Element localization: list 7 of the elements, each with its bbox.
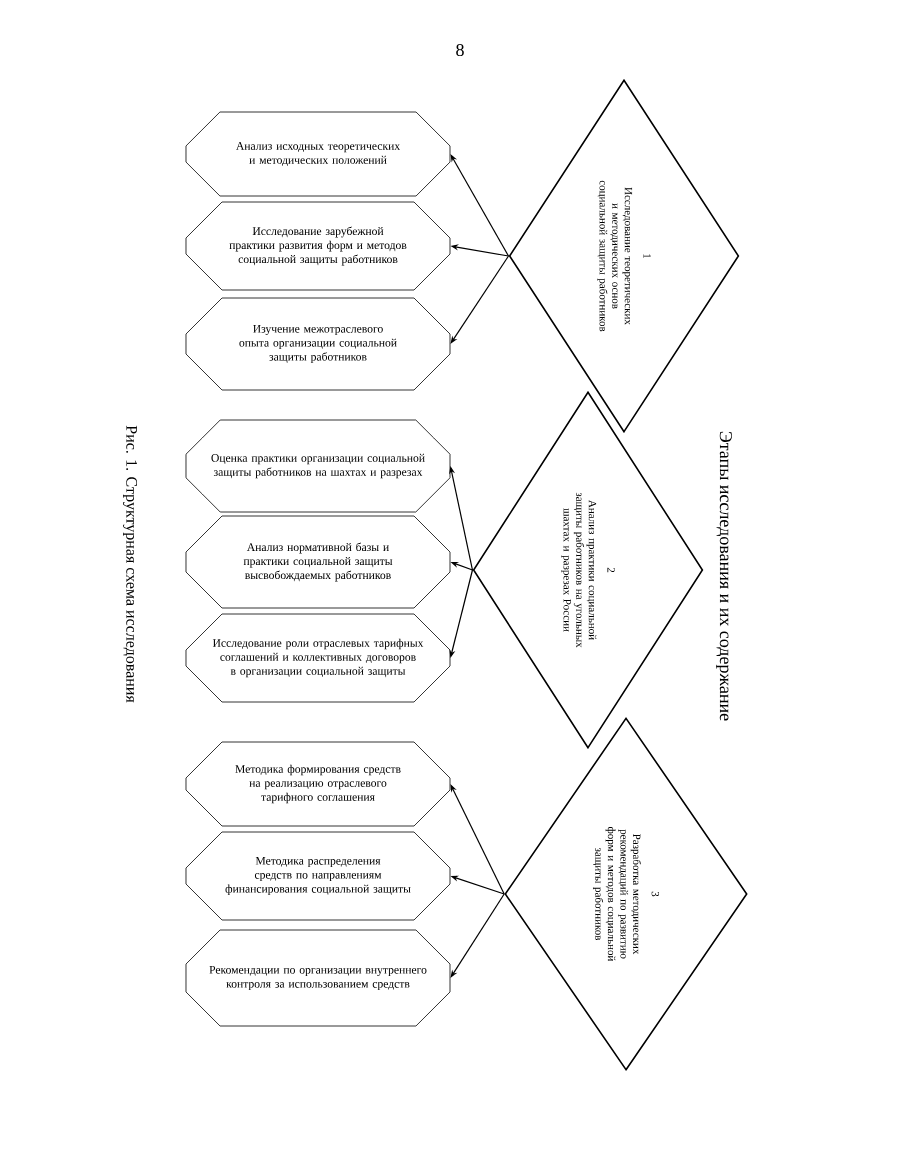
arrow bbox=[450, 154, 510, 257]
arrow bbox=[450, 255, 510, 344]
title: Этапы исследования и их содержание bbox=[716, 431, 732, 721]
arrow bbox=[450, 784, 505, 895]
arrow bbox=[450, 893, 505, 978]
caption: Рис. 1. Структурная схема исследования bbox=[123, 425, 138, 703]
page-number: 8 bbox=[456, 43, 464, 57]
